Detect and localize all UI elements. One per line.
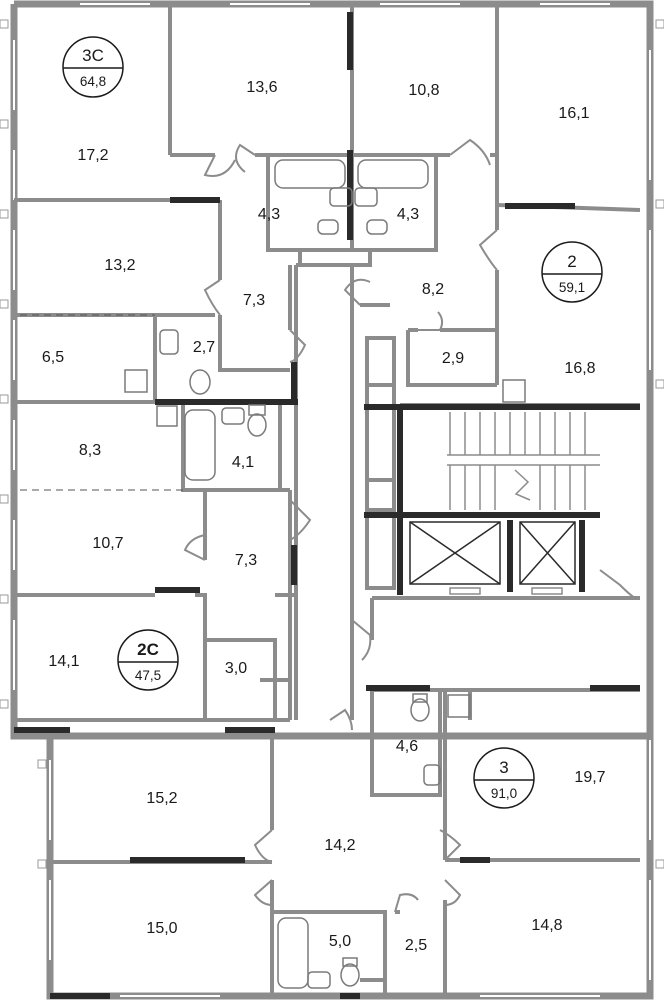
room-area-label: 16,1 <box>558 105 589 122</box>
room-area-label: 14,2 <box>324 837 355 854</box>
room-labels: 17,2 13,6 10,8 16,1 4,3 4,3 13,2 7,3 8,2… <box>42 79 606 954</box>
room-area-label: 3,0 <box>225 660 247 677</box>
apartment-area: 59,1 <box>559 280 585 295</box>
apartment-badge-2: 2 59,1 <box>541 241 603 303</box>
room-area-label: 5,0 <box>329 933 351 950</box>
apartment-badge-3: 3 91,0 <box>473 747 535 809</box>
room-area-label: 2,5 <box>405 937 427 954</box>
room-area-label: 14,1 <box>48 653 79 670</box>
doors <box>183 138 636 913</box>
window-sills <box>0 19 664 869</box>
room-area-label: 8,3 <box>79 442 101 459</box>
room-area-label: 2,9 <box>442 350 464 367</box>
room-area-label: 19,7 <box>574 769 605 786</box>
apartment-code: 3С <box>82 46 104 65</box>
room-area-label: 13,2 <box>104 257 135 274</box>
elevator-shafts <box>409 521 576 595</box>
room-area-label: 4,3 <box>258 206 280 223</box>
apartment-code: 2С <box>137 640 159 659</box>
apartment-code: 3 <box>499 758 508 777</box>
room-area-label: 2,7 <box>193 339 215 356</box>
apartment-area: 91,0 <box>491 786 517 801</box>
staircase <box>447 412 600 510</box>
structural-walls <box>14 12 640 999</box>
room-area-label: 10,8 <box>408 82 439 99</box>
room-area-label: 7,3 <box>243 292 265 309</box>
room-area-label: 16,8 <box>564 360 595 377</box>
apartment-code: 2 <box>567 252 576 271</box>
apartment-badge-2c: 2С 47,5 <box>117 629 179 691</box>
room-area-label: 10,7 <box>92 535 123 552</box>
apartment-area: 47,5 <box>135 668 161 683</box>
fixtures <box>124 159 526 989</box>
dashed-partitions <box>20 314 183 491</box>
room-area-label: 4,6 <box>396 738 418 755</box>
room-area-label: 8,2 <box>422 281 444 298</box>
room-area-label: 17,2 <box>77 147 108 164</box>
room-area-label: 4,1 <box>232 454 254 471</box>
apartment-area: 64,8 <box>80 74 106 89</box>
room-area-label: 14,8 <box>531 917 562 934</box>
room-area-label: 15,2 <box>146 790 177 807</box>
room-area-label: 7,3 <box>235 552 257 569</box>
apartment-badge-3c: 3С 64,8 <box>62 36 124 98</box>
window-marks <box>13 3 651 997</box>
room-area-label: 15,0 <box>146 920 177 937</box>
room-area-label: 4,3 <box>397 206 419 223</box>
room-area-label: 13,6 <box>246 79 277 96</box>
room-area-label: 6,5 <box>42 349 64 366</box>
